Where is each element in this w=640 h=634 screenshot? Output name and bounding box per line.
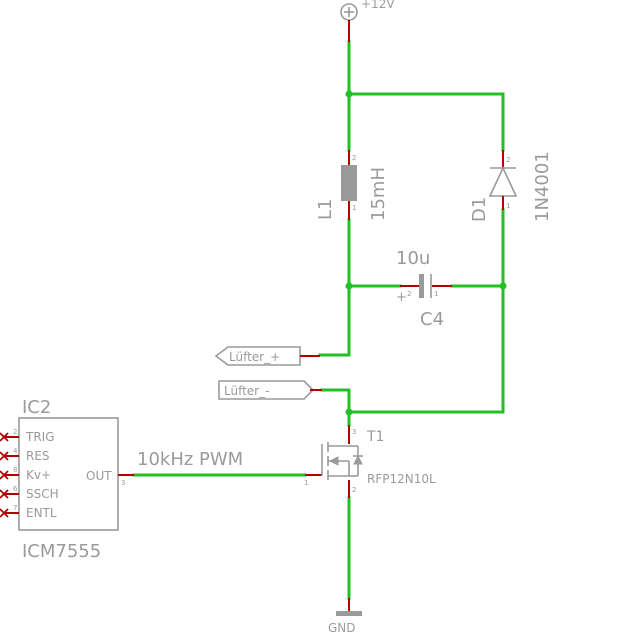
connector-fan-minus: Lüfter_- — [218, 380, 322, 400]
vcc-symbol: +12V — [340, 0, 395, 42]
inductor-pin-bottom: 1 — [352, 204, 356, 212]
diode-d1: 2 1 D1 1N4001 — [469, 150, 553, 222]
svg-text:4: 4 — [13, 447, 18, 455]
capacitor-ref: C4 — [420, 309, 444, 330]
junction-top — [345, 90, 353, 98]
fan-plus-label: Lüfter_+ — [229, 350, 280, 364]
ic2-pin-entl: 7 ENTL — [0, 504, 57, 520]
svg-text:7: 7 — [13, 504, 17, 512]
junctions — [345, 90, 507, 416]
junction-drain — [345, 408, 353, 416]
inductor-ref: L1 — [315, 199, 336, 220]
ic2-pin-label: ENTL — [26, 506, 57, 520]
gnd-symbol: GND — [328, 598, 362, 634]
diode-icon — [488, 166, 518, 197]
inductor-value: 15mH — [368, 167, 389, 221]
gnd-label: GND — [328, 621, 356, 634]
vcc-label: +12V — [361, 0, 395, 11]
capacitor-value: 10u — [396, 248, 430, 269]
connector-fan-plus: Lüfter_+ — [214, 346, 320, 366]
ic2-value: ICM7555 — [22, 541, 101, 562]
fan-minus-flag — [218, 380, 315, 400]
diode-value: 1N4001 — [532, 151, 553, 222]
mosfet-pin-drain: 3 — [352, 428, 356, 436]
ic2-pin-ssch: 6 SSCH — [0, 485, 59, 501]
capacitor-pin-right: 1 — [434, 290, 438, 298]
ic2-pin-label: SSCH — [26, 487, 59, 501]
mosfet-pin-source: 2 — [352, 486, 356, 494]
junction-cap-left — [345, 282, 353, 290]
capacitor-polarity: + — [396, 290, 407, 305]
ic2-out-pin-num: 3 — [121, 479, 125, 487]
diode-pin-top: 2 — [506, 156, 510, 164]
inductor-l1: 2 1 L1 15mH — [315, 150, 389, 221]
mosfet-body-diode-icon — [353, 454, 363, 465]
ic2-out-label: OUT — [86, 469, 112, 483]
svg-text:2: 2 — [13, 428, 17, 436]
ic2-pin-res: 4 RES — [0, 447, 50, 463]
mosfet-t1: 3 1 2 T1 RFP12N10L — [304, 425, 436, 498]
ic2-pin-trig: 2 TRIG — [0, 428, 55, 444]
inductor-pin-top: 2 — [352, 154, 356, 162]
ic2-timer: IC2 ICM7555 3 OUT 2 TRIG 4 RES 8 Kv+ — [0, 397, 134, 562]
diode-pin-bottom: 1 — [506, 202, 510, 210]
mosfet-value: RFP12N10L — [367, 472, 436, 486]
mosfet-ref: T1 — [366, 429, 384, 445]
ground-icon — [336, 611, 362, 616]
mosfet-arrow-icon — [328, 456, 339, 466]
capacitor-c4: + 2 1 10u C4 — [396, 248, 452, 330]
diode-ref: D1 — [469, 197, 490, 222]
mosfet-pin-gate: 1 — [304, 479, 308, 487]
ic2-pin-label: TRIG — [25, 430, 55, 444]
pwm-net-label: 10kHz PWM — [137, 449, 243, 470]
svg-text:6: 6 — [13, 485, 18, 493]
capacitor-pin-left: 2 — [407, 290, 411, 298]
svg-text:8: 8 — [13, 466, 17, 474]
fan-minus-label: Lüfter_- — [224, 384, 269, 398]
junction-cap-right — [499, 282, 507, 290]
ic2-pin-label: Kv+ — [26, 468, 51, 482]
ic2-pin-label: RES — [26, 449, 50, 463]
ic2-ref: IC2 — [22, 397, 51, 418]
capacitor-plate-left — [419, 274, 424, 298]
inductor-body — [341, 165, 357, 201]
wires — [132, 40, 505, 600]
ic2-pin-kv: 8 Kv+ — [0, 466, 51, 482]
